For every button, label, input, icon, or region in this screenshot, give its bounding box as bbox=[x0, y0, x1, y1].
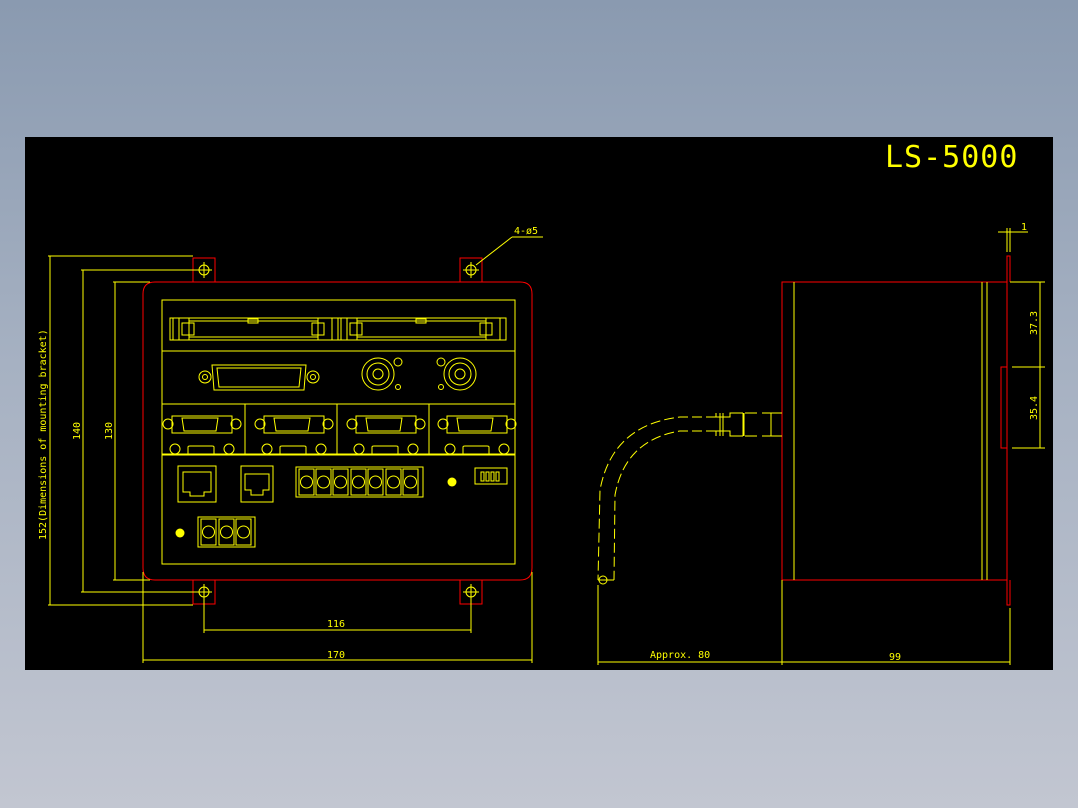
svg-text:130: 130 bbox=[104, 422, 115, 440]
svg-text:116: 116 bbox=[327, 619, 345, 630]
terminal-block-7-pin bbox=[295, 466, 424, 498]
svg-text:35.4: 35.4 bbox=[1029, 396, 1040, 420]
svg-text:99: 99 bbox=[889, 652, 901, 663]
d-sub-25-connector bbox=[198, 364, 320, 391]
hole-callout: 4-ø5 bbox=[514, 226, 538, 237]
dimension-170: 170 bbox=[142, 572, 533, 663]
card-slot-left bbox=[169, 317, 339, 341]
svg-text:1: 1 bbox=[1021, 222, 1027, 233]
d-sub-9-connector-3 bbox=[346, 415, 426, 455]
svg-text:37.3: 37.3 bbox=[1029, 311, 1040, 335]
drawing-title: LS-5000 bbox=[885, 140, 1018, 175]
svg-text:140: 140 bbox=[72, 422, 83, 440]
cable bbox=[597, 412, 782, 585]
svg-text:170: 170 bbox=[327, 650, 345, 661]
front-view: 4-ø5 bbox=[38, 226, 543, 663]
dimension-152: 152(Dimensions of mounting bracket) bbox=[38, 255, 193, 606]
dimension-37-3: 37.3 bbox=[1010, 281, 1045, 448]
dimension-1: 1 bbox=[998, 222, 1028, 252]
bnc-connector-1 bbox=[361, 357, 403, 391]
dimension-130: 130 bbox=[104, 281, 150, 581]
led-indicator-2 bbox=[175, 528, 185, 538]
drawing-sheet: LS-5000 4-ø5 bbox=[25, 137, 1053, 670]
d-sub-9-connector-1 bbox=[162, 415, 242, 455]
svg-text:152(Dimensions of mounting bra: 152(Dimensions of mounting bracket) bbox=[38, 329, 49, 540]
terminal-block-3-pin bbox=[197, 516, 256, 548]
dimension-99: 99 bbox=[782, 608, 1011, 665]
dimension-140: 140 bbox=[72, 269, 196, 593]
led-indicator-1 bbox=[447, 477, 457, 487]
dimension-approx-80: Approx. 80 bbox=[597, 580, 783, 665]
rj45-port-2 bbox=[240, 465, 274, 503]
svg-text:Approx. 80: Approx. 80 bbox=[650, 650, 710, 661]
body-outline bbox=[142, 281, 533, 581]
bnc-connector-2 bbox=[436, 357, 477, 391]
mounting-bracket-top-right bbox=[459, 257, 483, 282]
dip-switch-4 bbox=[474, 467, 508, 485]
d-sub-9-connector-2 bbox=[254, 415, 334, 455]
rj45-port-1 bbox=[177, 465, 217, 503]
front-panel bbox=[161, 299, 516, 565]
d-sub-9-connector-4 bbox=[437, 415, 517, 455]
side-body-outline bbox=[781, 281, 1008, 581]
card-slot-right bbox=[337, 317, 507, 341]
mounting-bracket-top-left bbox=[192, 257, 216, 282]
dimension-116: 116 bbox=[203, 600, 472, 633]
side-view: 1 37.3 35.4 Approx. 80 99 bbox=[597, 222, 1045, 665]
dimension-35-4: 35.4 bbox=[1012, 396, 1045, 449]
